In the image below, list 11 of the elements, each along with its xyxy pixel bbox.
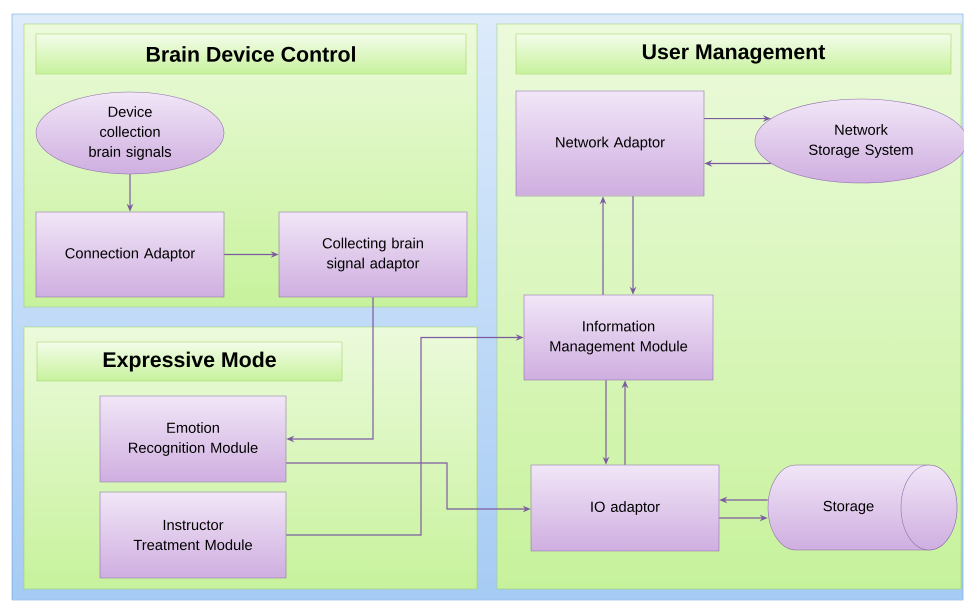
process-box: Emotion Recognition Module [100,396,286,482]
process-box: Collecting brain signal adaptor [278,212,468,298]
panel-heading: User Management [516,34,952,74]
process-box: IO adaptor [530,464,720,552]
panel-heading: Brain Device Control [36,34,466,74]
panel-heading: Expressive Mode [36,342,342,382]
process-box: Information Management Module [524,294,714,380]
process-box: Instructor Treatment Module [100,492,286,578]
storage-cylinder: Storage [768,464,958,550]
process-box: Network Adaptor [516,90,704,196]
process-box: Connection Adaptor [36,212,224,298]
